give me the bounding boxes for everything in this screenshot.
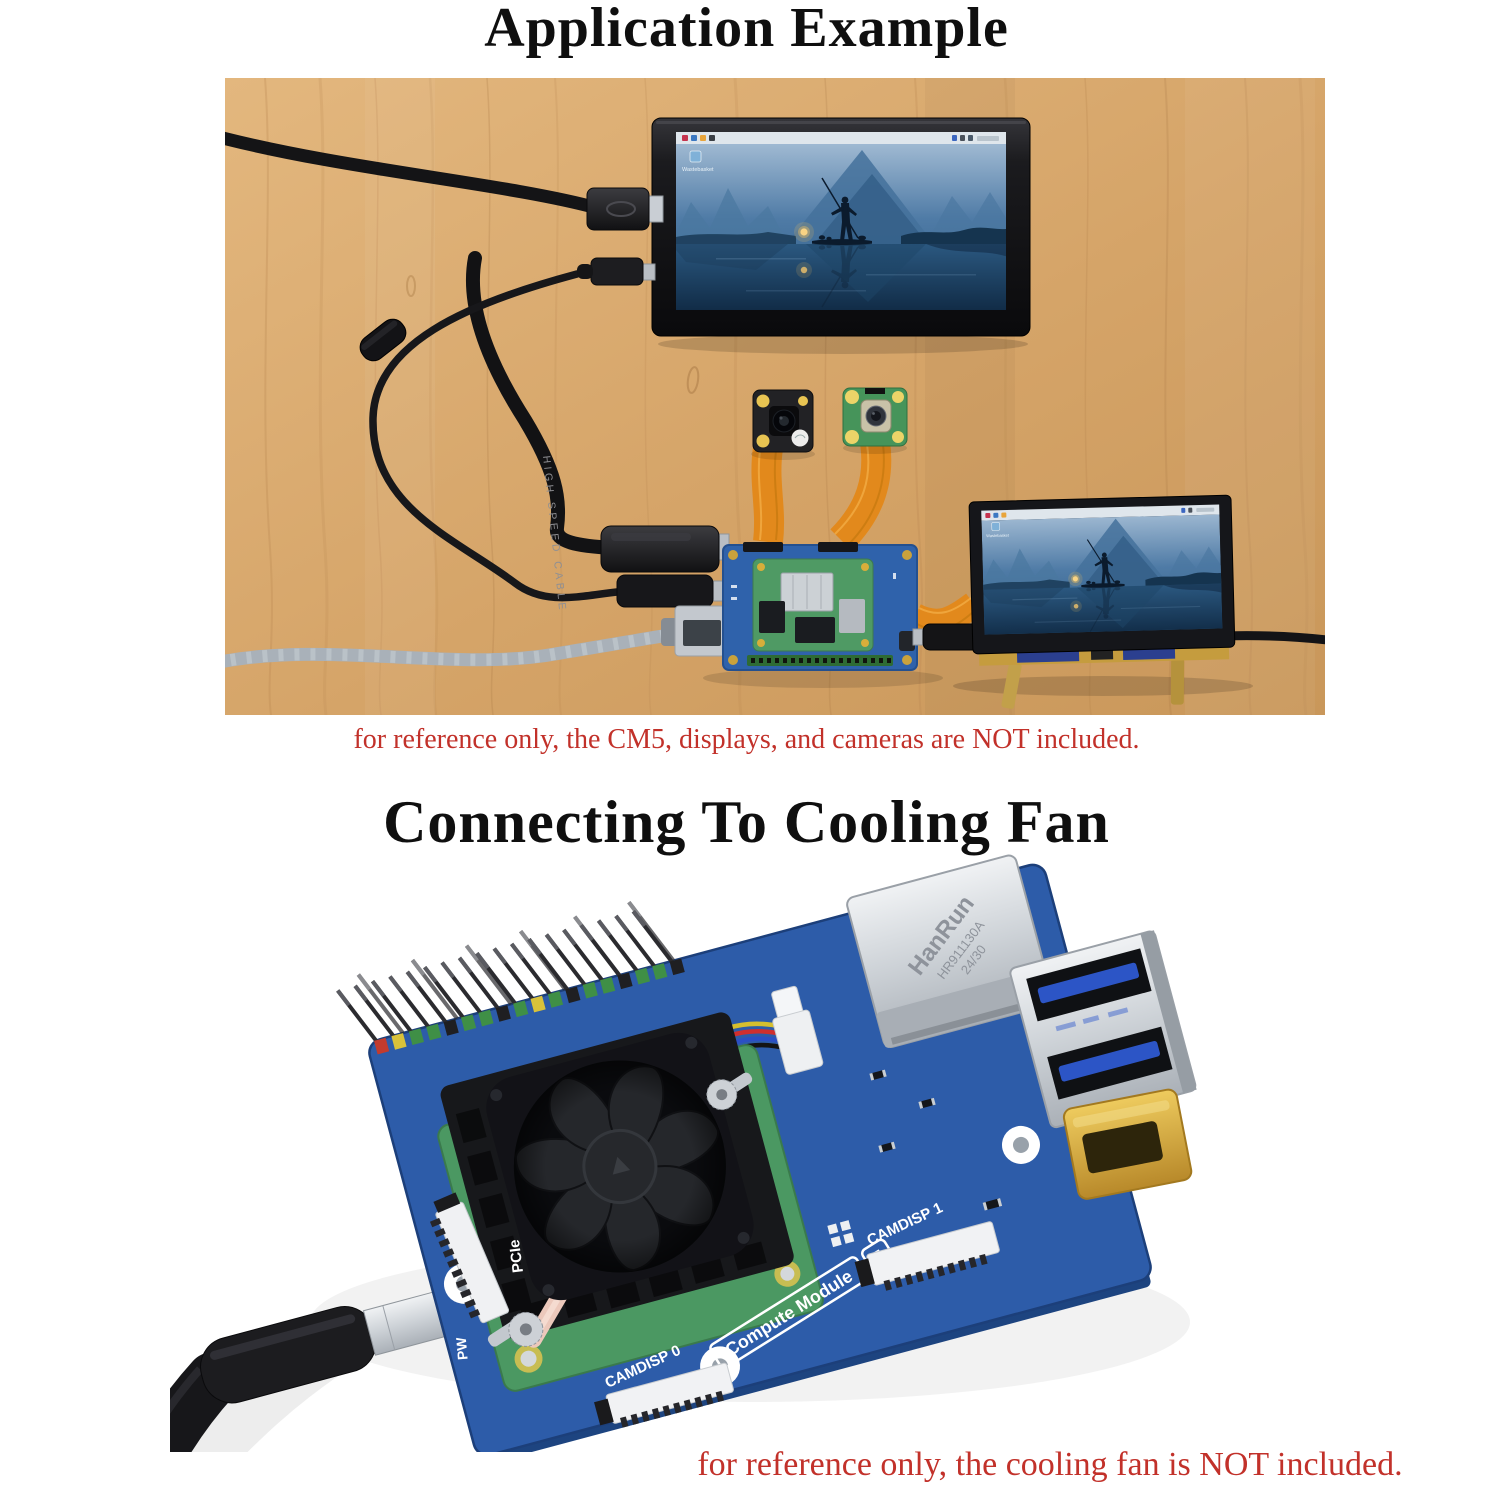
micro-usb-plug (577, 257, 656, 286)
camera-sticker (791, 429, 809, 447)
fan-connector (771, 985, 824, 1075)
display-leg-right (1170, 658, 1185, 705)
flat-ribbon-cable-upper (225, 131, 604, 215)
hdmi-plug (600, 525, 730, 573)
clock-icon (977, 136, 999, 141)
application-example-scene: Wastebasket (225, 78, 1325, 715)
ferrite-bead (359, 318, 407, 362)
cooling-fan (486, 1032, 754, 1301)
heatsink-clip-screws (487, 1072, 753, 1347)
usb-a-plug (586, 187, 664, 231)
emmc-chip (795, 617, 835, 643)
smd-components (827, 1069, 1003, 1248)
display-leg-left (1001, 662, 1022, 709)
wifi-shield (839, 599, 865, 633)
bluetooth-icon (1181, 507, 1186, 513)
cooling-fan-scene: HanRun HR911130A 24/30 (170, 854, 1197, 1452)
camera-module-green (842, 387, 908, 454)
network-icon (968, 135, 973, 141)
desktop-wallpaper (978, 511, 1226, 637)
camera-module-black (751, 389, 815, 460)
gpio-header (335, 892, 685, 1059)
pcie-connector: PCIe (429, 1192, 527, 1324)
camera-connector-1 (818, 542, 858, 552)
usb3-tongue-top (1037, 962, 1140, 1004)
small-display (968, 494, 1236, 709)
raspberry-menu-icon (985, 512, 991, 519)
ethernet-jack (661, 605, 730, 657)
usb-plug (616, 574, 724, 608)
volume-icon (1188, 507, 1193, 513)
taskbar (676, 132, 1006, 144)
section1-caption: for reference only, the CM5, displays, a… (353, 724, 1140, 755)
cooling-fan-photo: HanRun HR911130A 24/30 (170, 852, 1330, 1452)
usb3-ports (1009, 930, 1197, 1129)
cm5-carrier-board (722, 542, 918, 671)
fan-blades (509, 1055, 728, 1273)
bluetooth-icon (952, 135, 957, 141)
cable-bundle (225, 131, 682, 668)
globe-icon (993, 512, 999, 518)
pcie-label: PCIe (506, 1239, 527, 1274)
cm5-io-board: HanRun HR911130A 24/30 (170, 854, 1197, 1452)
usb-c-socket (899, 631, 915, 651)
flat-ribbon-cable (465, 251, 620, 555)
usb3-tongue-bottom (1058, 1040, 1160, 1082)
section1-title: Application Example (484, 0, 1009, 59)
ethernet-port: HanRun HR911130A 24/30 (846, 854, 1054, 1048)
large-display (651, 117, 1031, 337)
globe-icon (691, 135, 697, 141)
folder-icon (1001, 512, 1007, 518)
camera-flex-cables (751, 439, 892, 551)
terminal-icon (709, 135, 715, 141)
camera-connector-0 (743, 542, 783, 552)
section2-caption: for reference only, the cooling fan is N… (697, 1446, 1403, 1483)
display-shadow (658, 334, 1028, 354)
memory-chip (759, 601, 785, 633)
folder-icon (700, 135, 706, 141)
hdmi-port (1062, 1088, 1193, 1200)
taskbar (981, 504, 1220, 521)
volume-icon (960, 135, 965, 141)
round-usb-cable (369, 270, 621, 602)
desktop-wallpaper (671, 144, 1011, 310)
power-label: PW (453, 1336, 471, 1361)
application-example-photo: Wastebasket (225, 78, 1325, 715)
raspberry-menu-icon (682, 135, 688, 141)
gpio-header (747, 655, 893, 666)
section2-title: Connecting To Cooling Fan (383, 789, 1110, 855)
clock-icon (1196, 507, 1215, 513)
cm5-module (752, 558, 874, 652)
